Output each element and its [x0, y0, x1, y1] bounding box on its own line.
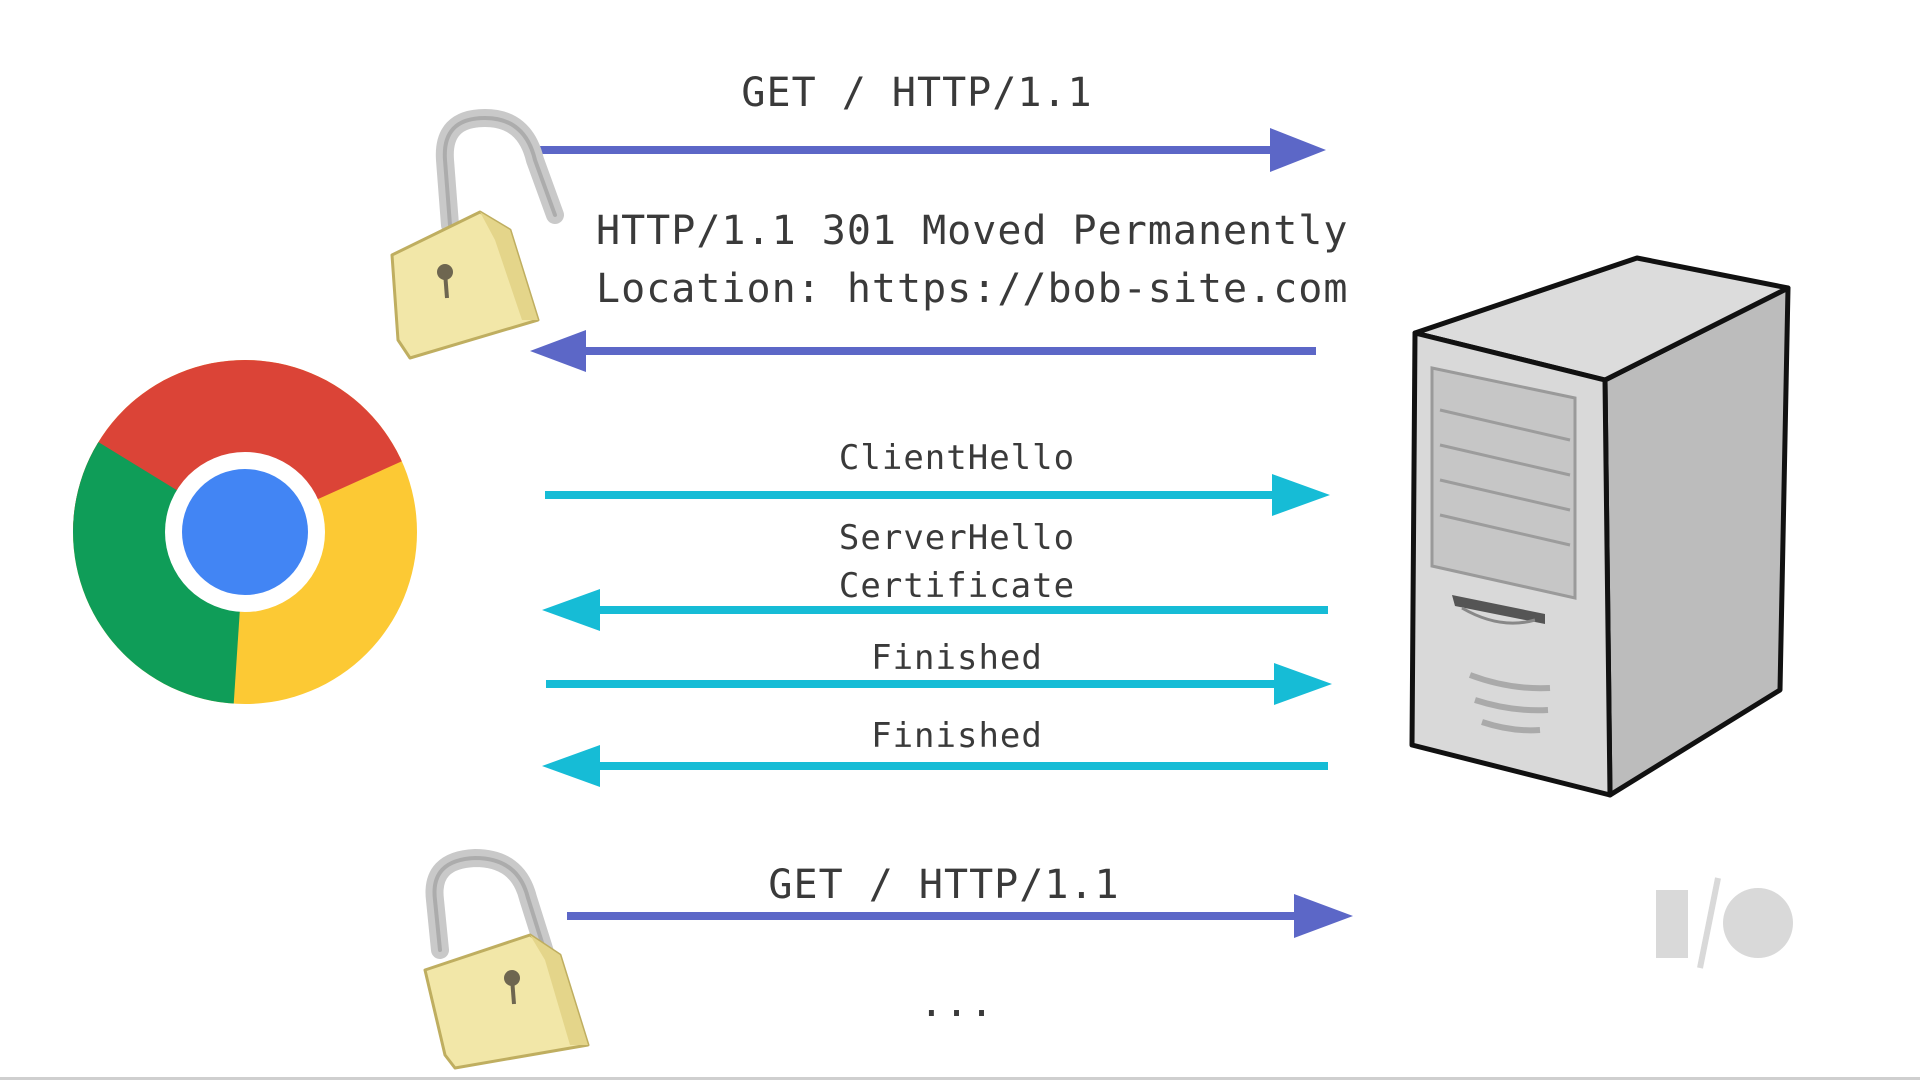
slide-bottom-border [0, 1077, 1920, 1080]
label-finished-server: Finished [871, 716, 1043, 756]
label-ellipsis: ... [919, 980, 995, 1026]
arrow-redirect [530, 330, 1316, 372]
label-get-secure: GET / HTTP/1.1 [768, 862, 1120, 908]
arrow-finished-client [546, 663, 1332, 705]
arrow-get-secure [567, 894, 1353, 938]
arrow-server-hello [542, 589, 1328, 631]
label-server-hello: ServerHello [838, 518, 1076, 558]
label-redirect-status: HTTP/1.1 301 Moved Permanently [596, 208, 1349, 254]
label-redirect-location: Location: https://bob-site.com [596, 266, 1349, 312]
arrow-client-hello [545, 474, 1330, 516]
arrow-get-plain [540, 128, 1326, 172]
label-finished-client: Finished [871, 638, 1043, 678]
arrow-finished-server [542, 745, 1328, 787]
label-client-hello: ClientHello [838, 438, 1076, 478]
label-get-plain: GET / HTTP/1.1 [741, 70, 1093, 116]
label-certificate: Certificate [838, 566, 1076, 606]
